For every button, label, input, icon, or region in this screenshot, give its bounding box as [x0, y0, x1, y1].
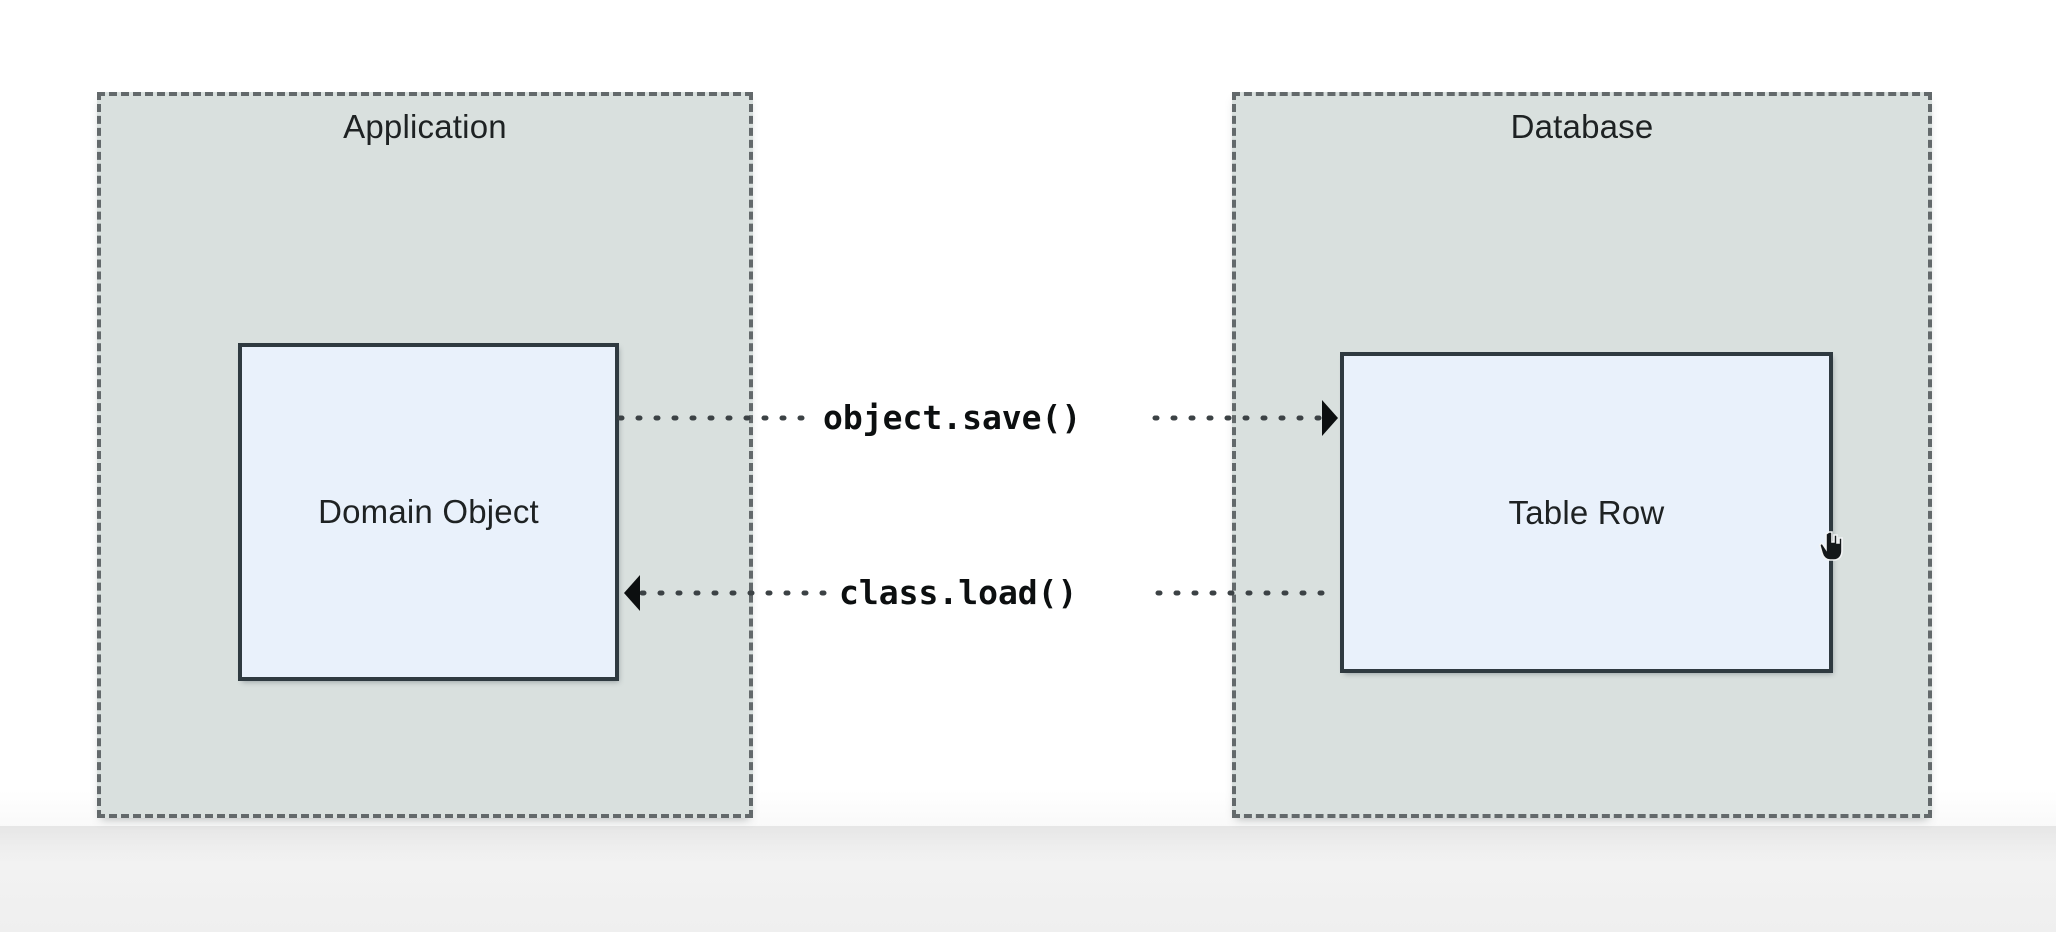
edge-object-save-label: object.save() — [823, 398, 1082, 437]
node-table-row[interactable]: Table Row — [1340, 352, 1833, 673]
group-application-label: Application — [343, 108, 507, 145]
node-domain-object[interactable]: Domain Object — [238, 343, 619, 681]
group-database-label: Database — [1510, 108, 1654, 145]
node-table-row-label: Table Row — [1508, 493, 1665, 531]
edge-class-load-label: class.load() — [839, 573, 1078, 612]
canvas-bottom-sheen — [0, 826, 2056, 866]
grab-hand-cursor-icon — [1819, 531, 1843, 561]
node-domain-object-label: Domain Object — [318, 493, 539, 530]
